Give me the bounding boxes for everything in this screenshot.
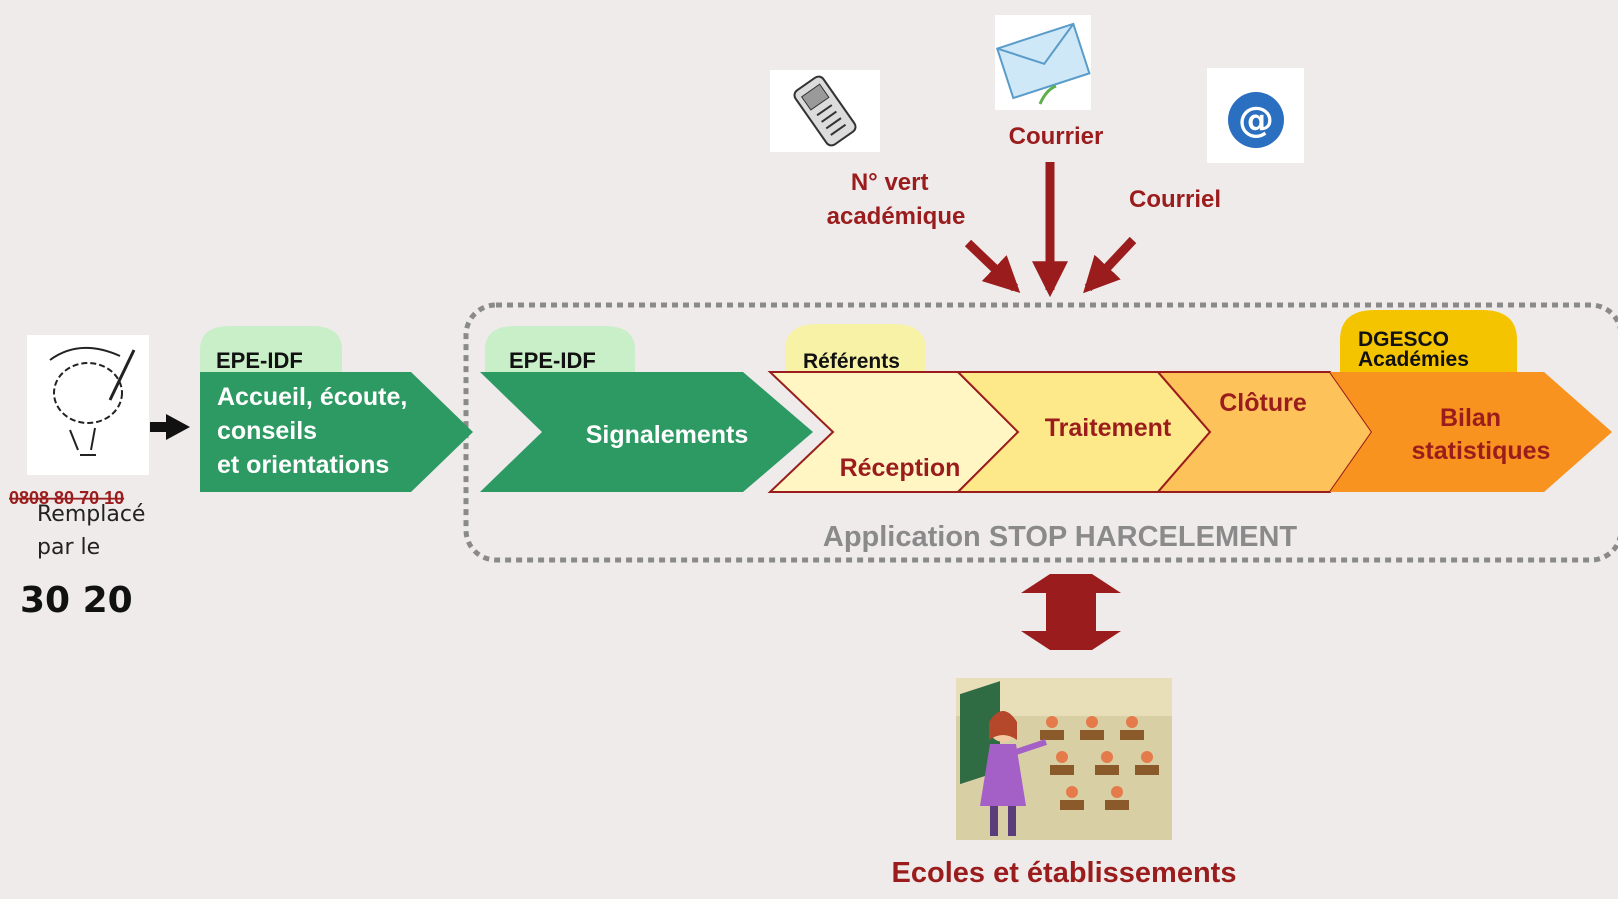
step-traitement-label: Traitement <box>1045 414 1172 442</box>
at-sign-icon: @ <box>1207 68 1304 163</box>
schools-label: Ecoles et établissements <box>892 857 1237 889</box>
step-bilan-label: Bilan statistiques <box>1412 404 1551 465</box>
child-on-phone-icon <box>27 335 149 475</box>
step-bilan <box>1330 372 1612 492</box>
replaced-label: Remplacé par le <box>37 502 152 560</box>
mail-label: Courrier <box>1009 123 1104 150</box>
channel-arrows <box>964 162 1137 298</box>
email-label: Courriel <box>1129 186 1221 213</box>
black-arrow <box>150 414 190 440</box>
phone-label: N° vert académique <box>827 169 966 230</box>
step-signalements <box>480 372 813 492</box>
tab-dgesco-label: DGESCO Académies <box>1358 328 1469 371</box>
step-cloture-label: Clôture <box>1219 389 1307 417</box>
double-arrow <box>1021 574 1121 650</box>
classroom-illustration <box>956 678 1172 840</box>
tab-referents <box>785 324 926 372</box>
mobile-phone-icon <box>770 70 880 152</box>
step-accueil-label: Accueil, écoute, conseils et orientation… <box>217 383 414 479</box>
step-signalements-label: Signalements <box>586 421 749 449</box>
tab-epe-2 <box>485 326 635 372</box>
tab-epe-2-label: EPE-IDF <box>509 348 596 373</box>
tab-dgesco <box>1340 310 1517 372</box>
tab-epe-1 <box>200 326 342 372</box>
application-label: Application STOP HARCELEMENT <box>823 521 1298 553</box>
step-accueil <box>200 372 473 492</box>
envelope-icon <box>995 15 1091 110</box>
svg-text:@: @ <box>1238 100 1274 141</box>
old-number: 0808 80 70 10 <box>9 488 124 508</box>
step-reception-label: Réception <box>840 454 961 482</box>
new-number: 30 20 <box>20 580 133 621</box>
tab-referents-label: Référents <box>803 350 900 373</box>
tab-epe-1-label: EPE-IDF <box>216 348 303 373</box>
